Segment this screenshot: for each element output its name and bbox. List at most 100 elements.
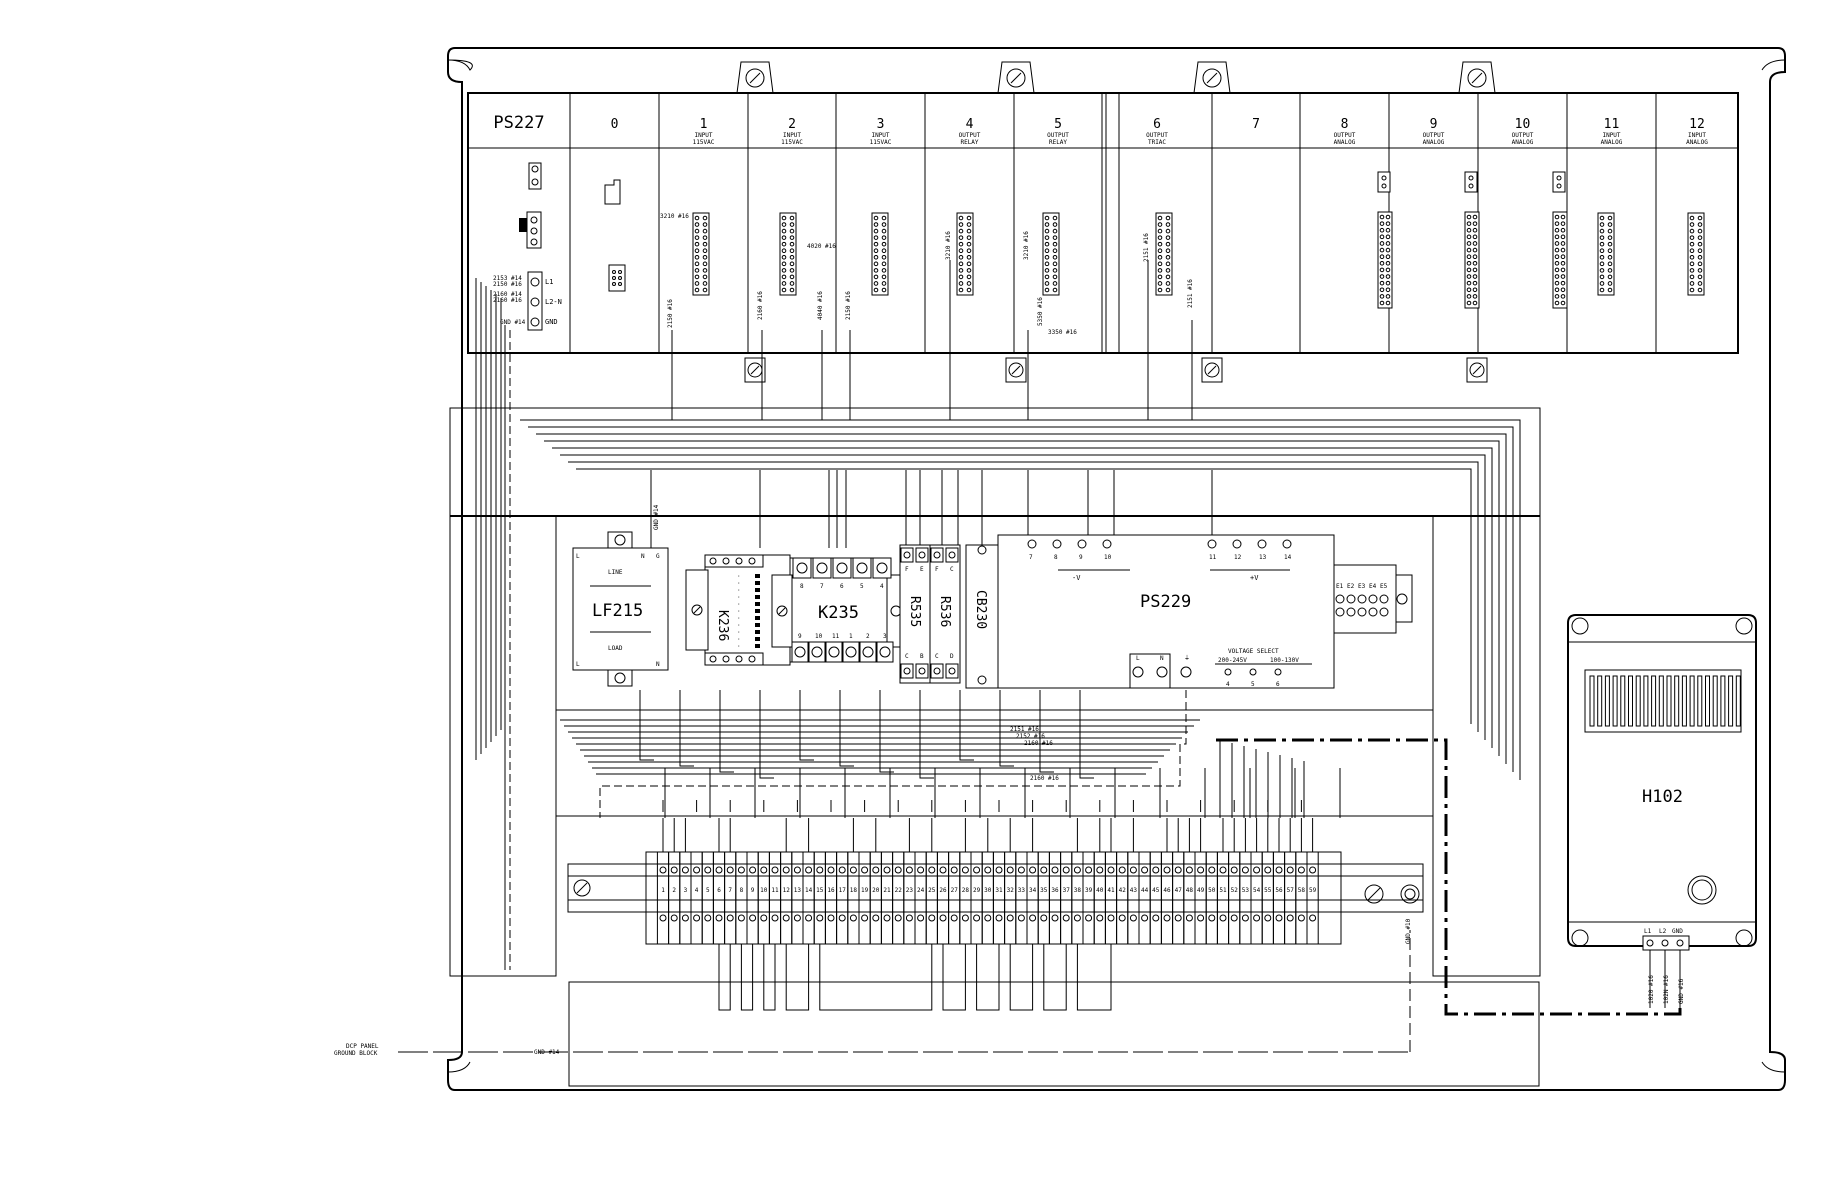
wire-run [544,440,1500,756]
terminal-number: 5 [706,887,710,894]
wl-slot1-bottom: 2150 #16 [667,299,674,328]
terminal-number: 42 [1119,887,1127,894]
ps229-top-terminal: 8 [1054,554,1058,561]
svg-text:·: · [737,622,741,629]
terminal-number: 21 [883,887,891,894]
lf215-n-top: N [641,553,645,560]
svg-text:·: · [737,636,741,643]
ps229-bottom-terminal: ⏚ [1184,655,1190,662]
lf215-l-top: L [576,553,580,560]
module-terminal-block [692,212,710,296]
slot-desc: RELAY [1049,139,1067,146]
wire-run [799,690,814,761]
terminal-number: 32 [1007,887,1015,894]
slot-desc: INPUT [1602,132,1620,139]
module-terminal-block [1687,212,1705,296]
module-terminal-block [779,212,797,296]
terminal-number: 59 [1309,887,1317,894]
ps229-side-pin: E1 [1336,583,1344,590]
lf215-filter: L N G LINE LF215 LOAD L N GND #14 [572,504,669,687]
wl-slot6-bottom: 2151 #16 [1187,279,1194,308]
module-terminal-block [1155,212,1173,296]
terminal-number: 43 [1130,887,1138,894]
k235-top-pin: 7 [820,583,824,590]
terminal-number: 50 [1208,887,1216,894]
terminal-number: 4 [695,887,699,894]
terminal-number: 40 [1096,887,1104,894]
lf215-g: G [656,553,660,560]
lf215-line: LINE [608,569,623,576]
wire-run [536,433,1507,764]
k235-bottom-pin: 2 [866,633,870,640]
terminal-number: 44 [1141,887,1149,894]
terminal-number: 39 [1085,887,1093,894]
terminal-number: 47 [1175,887,1183,894]
svg-text:·: · [737,580,741,587]
h102-wire-0: 1020 #16 [1648,975,1655,1004]
ps229-top-terminal: 10 [1104,554,1112,561]
ps227-wire-0: 2153 #14 [493,275,522,282]
ps229-bottom-terminal: N [1160,655,1164,662]
wl-gnd-strip: GND #10 [1405,918,1412,944]
cb230-breaker: CB230 [965,544,999,689]
wl-mid-long: 2160 #16 [1030,775,1059,782]
slot-desc: RELAY [960,139,978,146]
module-terminal-block [1597,212,1615,296]
slot-number: 4 [966,117,974,132]
terminal-number: 30 [984,887,992,894]
terminal-number: 33 [1018,887,1026,894]
terminal-number: 22 [895,887,903,894]
terminal-number: 13 [794,887,802,894]
wl-mid-a: 2151 #16 [1010,726,1039,733]
terminal-number: 36 [1051,887,1059,894]
module-terminal-block [1377,211,1393,309]
ps229-neg: -V [1072,574,1081,582]
k235-top-pin: 5 [860,583,864,590]
terminal-number: 54 [1253,887,1261,894]
wire-run [568,461,1479,732]
r535-name: R535 [907,596,922,627]
k236-name: K236 [715,610,730,641]
terminal-number: 31 [995,887,1003,894]
ps229-select-pin: 5 [1251,681,1255,688]
slot-desc: ANALOG [1686,139,1708,146]
slot-desc: INPUT [783,132,801,139]
ps227-terminal-l2n: L2-N [545,298,562,306]
terminal-number: 48 [1186,887,1194,894]
svg-text:·: · [737,601,741,608]
wl-slot2-a: 4020 #16 [807,243,836,250]
slot-number: PS227 [493,113,544,133]
k235-bottom-pin: 1 [849,633,853,640]
terminal-number: 29 [973,887,981,894]
k235-bottom-pin: 3 [883,633,887,640]
wire-run [759,690,774,779]
mounting-tab [736,61,774,94]
h102-wire-1: 102N #16 [1663,975,1670,1004]
wire-run [528,426,1514,772]
ps229-top-terminal: 11 [1209,554,1217,561]
k235-bottom-pin: 9 [798,633,802,640]
terminal-number: 35 [1040,887,1048,894]
terminal-number: 23 [906,887,914,894]
h102-name: H102 [1642,787,1683,807]
slot-number: 7 [1252,117,1260,132]
terminal-number: 14 [805,887,813,894]
wl-slot2-c: 4040 #16 [817,291,824,320]
terminal-number: 6 [717,887,721,894]
slot-desc: OUTPUT [1334,132,1356,139]
wire-run [639,690,654,761]
terminal-number: 25 [928,887,936,894]
k235-top-pin: 6 [840,583,844,590]
slot-number: 3 [877,117,885,132]
lf215-n-bottom: N [656,661,660,668]
slot-desc: OUTPUT [1047,132,1069,139]
relay-top-pin: E [920,566,924,573]
k235-top-pin: 8 [800,583,804,590]
wl-slot1-top: 3210 #16 [660,213,689,220]
lf215-name: LF215 [592,601,643,621]
wire-run [560,454,1486,740]
wl-slot2-b: 2160 #16 [757,291,764,320]
slot-number: 10 [1515,117,1531,132]
